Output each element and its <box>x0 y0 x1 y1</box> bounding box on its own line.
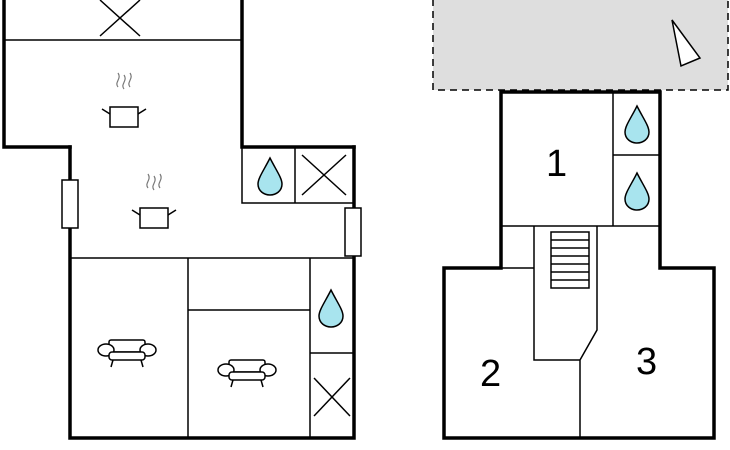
wall-right-outer <box>442 90 716 440</box>
window-icon <box>61 179 79 229</box>
water-drop-icon <box>624 172 650 211</box>
wet-cells-top <box>241 147 354 204</box>
storage-cross-icon <box>99 0 141 37</box>
storage-cross-icon <box>313 377 351 417</box>
floor-plan-right: 1 2 3 <box>432 0 729 440</box>
room-label-3: 3 <box>636 341 657 383</box>
stairs-icon <box>550 231 590 289</box>
cooking-pot-icon <box>101 72 147 128</box>
wall-left-outer <box>68 145 356 440</box>
room-label-2: 2 <box>480 353 501 395</box>
water-drop-icon <box>318 289 344 328</box>
sofa-icon <box>217 359 277 388</box>
cooking-pot-icon <box>131 173 177 229</box>
room-label-1: 1 <box>546 143 567 185</box>
floor-plan-left <box>2 0 362 440</box>
wall-lower-dividers <box>187 258 354 438</box>
water-drop-icon <box>257 157 283 196</box>
window-icon <box>344 207 362 257</box>
storage-cross-icon <box>301 154 347 196</box>
wall-left-top <box>2 0 356 149</box>
stairwell <box>500 226 598 438</box>
sofa-icon <box>97 339 157 368</box>
compass-arrow-icon <box>671 19 702 68</box>
water-drop-icon <box>624 105 650 144</box>
wall-room1 <box>501 92 660 227</box>
